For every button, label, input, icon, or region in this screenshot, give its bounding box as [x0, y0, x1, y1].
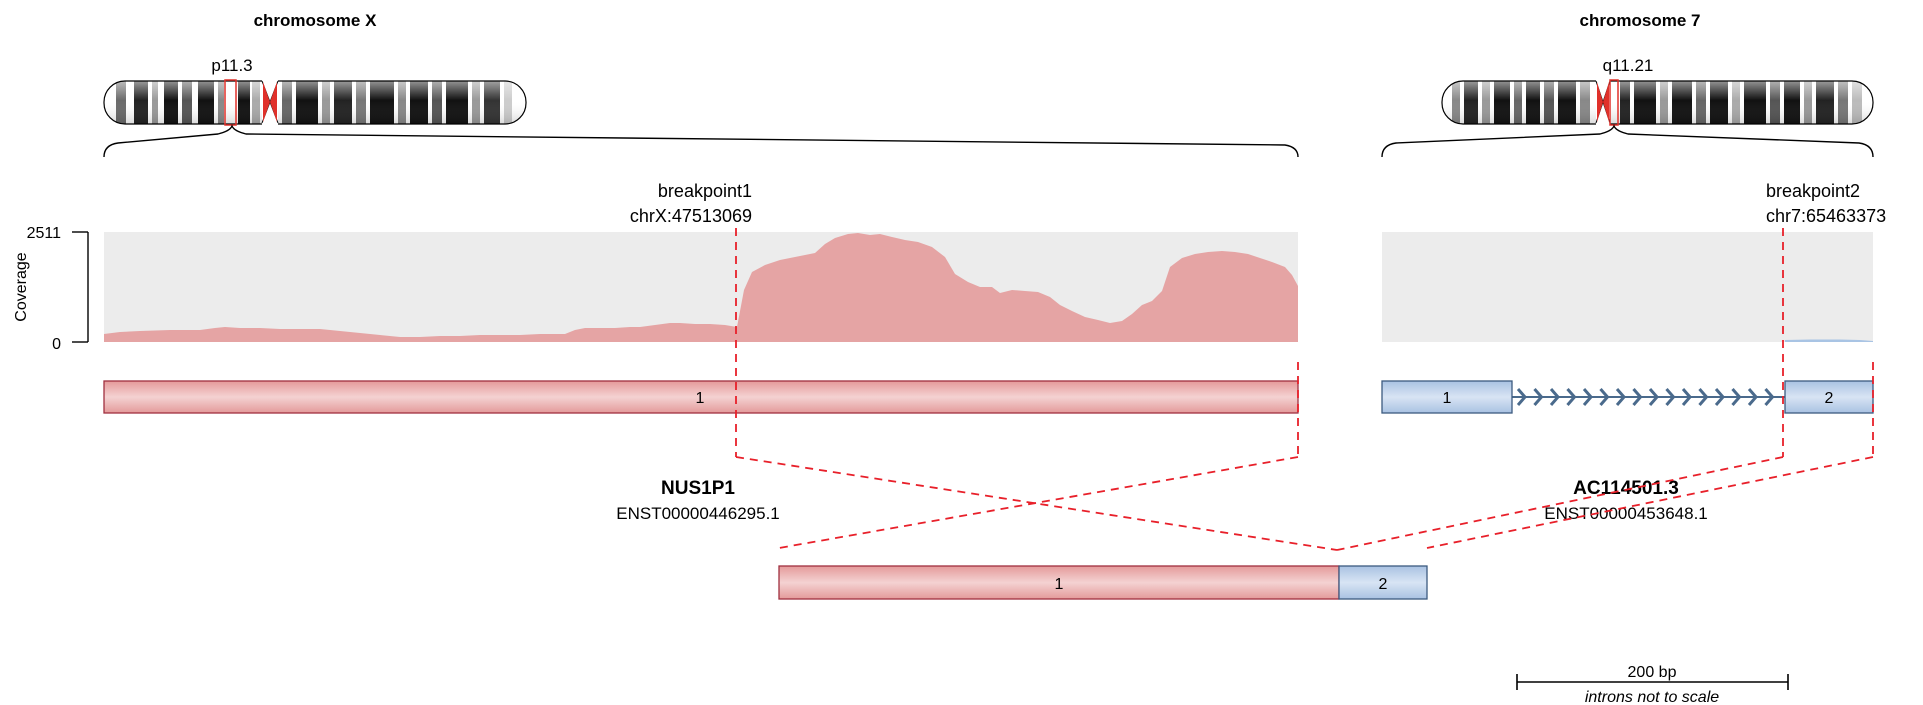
intron-chevron: [1615, 388, 1626, 406]
gene2-exon-2: [1784, 380, 1874, 414]
chromosome-7-ideogram: [1441, 79, 1874, 126]
breakpoint2-position: chr7:65463373: [1766, 206, 1886, 226]
fusion-exon-1-label: 1: [1055, 576, 1064, 593]
coverage-right-profile: [1785, 339, 1873, 342]
left-chromosome-title: chromosome X: [254, 11, 377, 30]
intron-chevron: [1599, 388, 1610, 406]
intron-chevron: [1698, 388, 1709, 406]
intron-chevron: [1681, 388, 1692, 406]
breakpoint1-position: chrX:47513069: [630, 206, 752, 226]
intron-chevron: [1731, 388, 1742, 406]
gene2-transcript: ENST00000453648.1: [1544, 504, 1708, 523]
gene2-intron-arrows: [1516, 388, 1775, 406]
intron-chevron: [1566, 388, 1577, 406]
breakpoint-guides: [735, 228, 1874, 551]
intron-chevron: [1632, 388, 1643, 406]
fusion-exon-2-label: 2: [1379, 576, 1388, 593]
scale-bar-note: introns not to scale: [1585, 689, 1719, 705]
intron-chevron: [1533, 388, 1544, 406]
right-chromosome-title: chromosome 7: [1580, 11, 1701, 30]
breakpoint1-label: breakpoint1: [658, 181, 752, 201]
left-band-label: p11.3: [211, 56, 252, 75]
right-zoom-brace: [1381, 124, 1874, 158]
gene1-transcript: ENST00000446295.1: [616, 504, 780, 523]
gene1-exon-1: [103, 380, 1299, 414]
gene1-name: NUS1P1: [661, 478, 735, 499]
chromosome-x-highlight: [224, 79, 237, 126]
gene2-exon-1-label: 1: [1443, 390, 1452, 407]
gene2-name: AC114501.3: [1573, 478, 1679, 499]
gene2-exon-1: [1381, 380, 1513, 414]
intron-chevron: [1516, 388, 1527, 406]
intron-chevron: [1582, 388, 1593, 406]
intron-chevron: [1747, 388, 1758, 406]
intron-chevron: [1714, 388, 1725, 406]
gene2-exon-2-label: 2: [1825, 390, 1834, 407]
intron-chevron: [1648, 388, 1659, 406]
intron-chevron: [1764, 388, 1775, 406]
coverage-max-label: 2511: [27, 225, 62, 242]
coverage-axis-label: Coverage: [13, 252, 30, 321]
breakpoint2-label: breakpoint2: [1766, 181, 1860, 201]
fusion-exon-2: [1338, 565, 1428, 600]
intron-chevron: [1549, 388, 1560, 406]
intron-chevron: [1665, 388, 1676, 406]
gene1-exon-1-label: 1: [696, 390, 705, 407]
scale-bar-label: 200 bp: [1628, 664, 1677, 681]
coverage-min-label: 0: [52, 336, 61, 353]
left-zoom-brace: [103, 124, 1299, 158]
scale-bar: [1516, 674, 1789, 690]
coverage-axis: 2511 0 Coverage: [13, 225, 89, 353]
right-band-label: q11.21: [1603, 56, 1654, 75]
chromosome-x-ideogram: [103, 79, 527, 126]
coverage-right-background: [1382, 232, 1873, 342]
coverage-left-profile: [104, 233, 1298, 342]
